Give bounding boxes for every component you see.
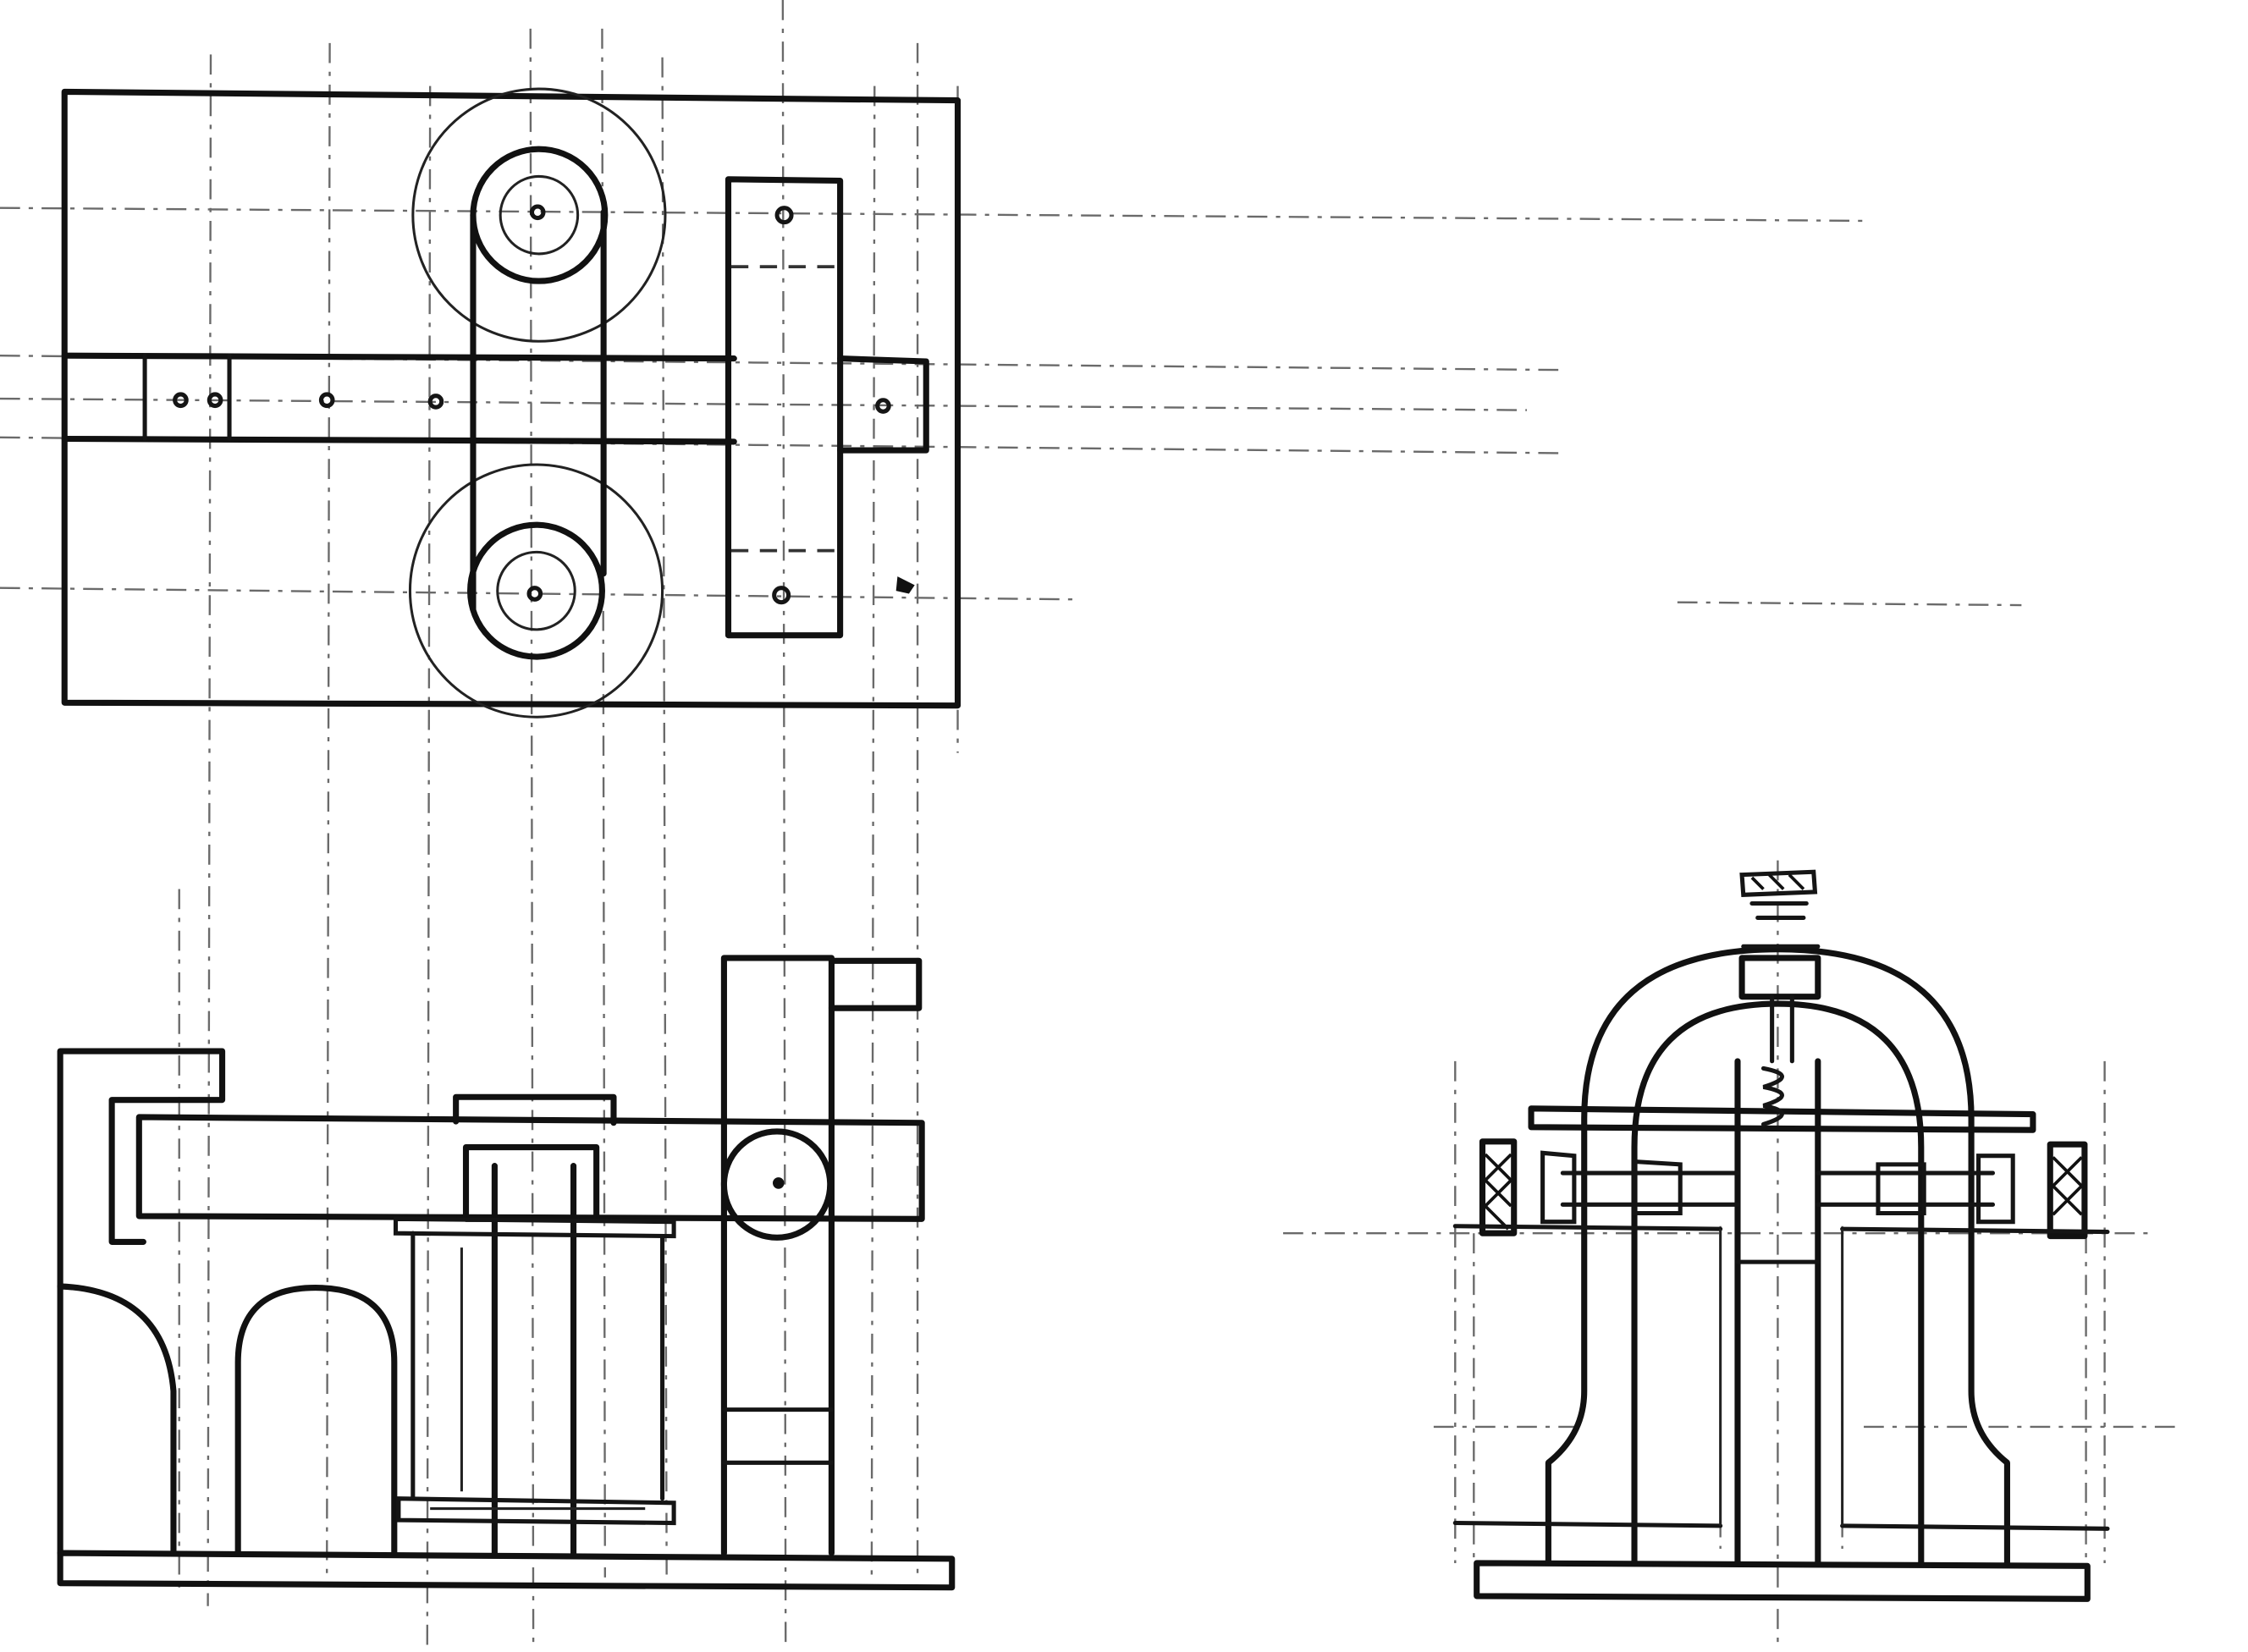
- construction-lines: [0, 0, 2179, 1649]
- side-elevation-view: [1452, 869, 2110, 1602]
- front-elevation-view: [57, 955, 956, 1591]
- plan-view: [61, 87, 961, 719]
